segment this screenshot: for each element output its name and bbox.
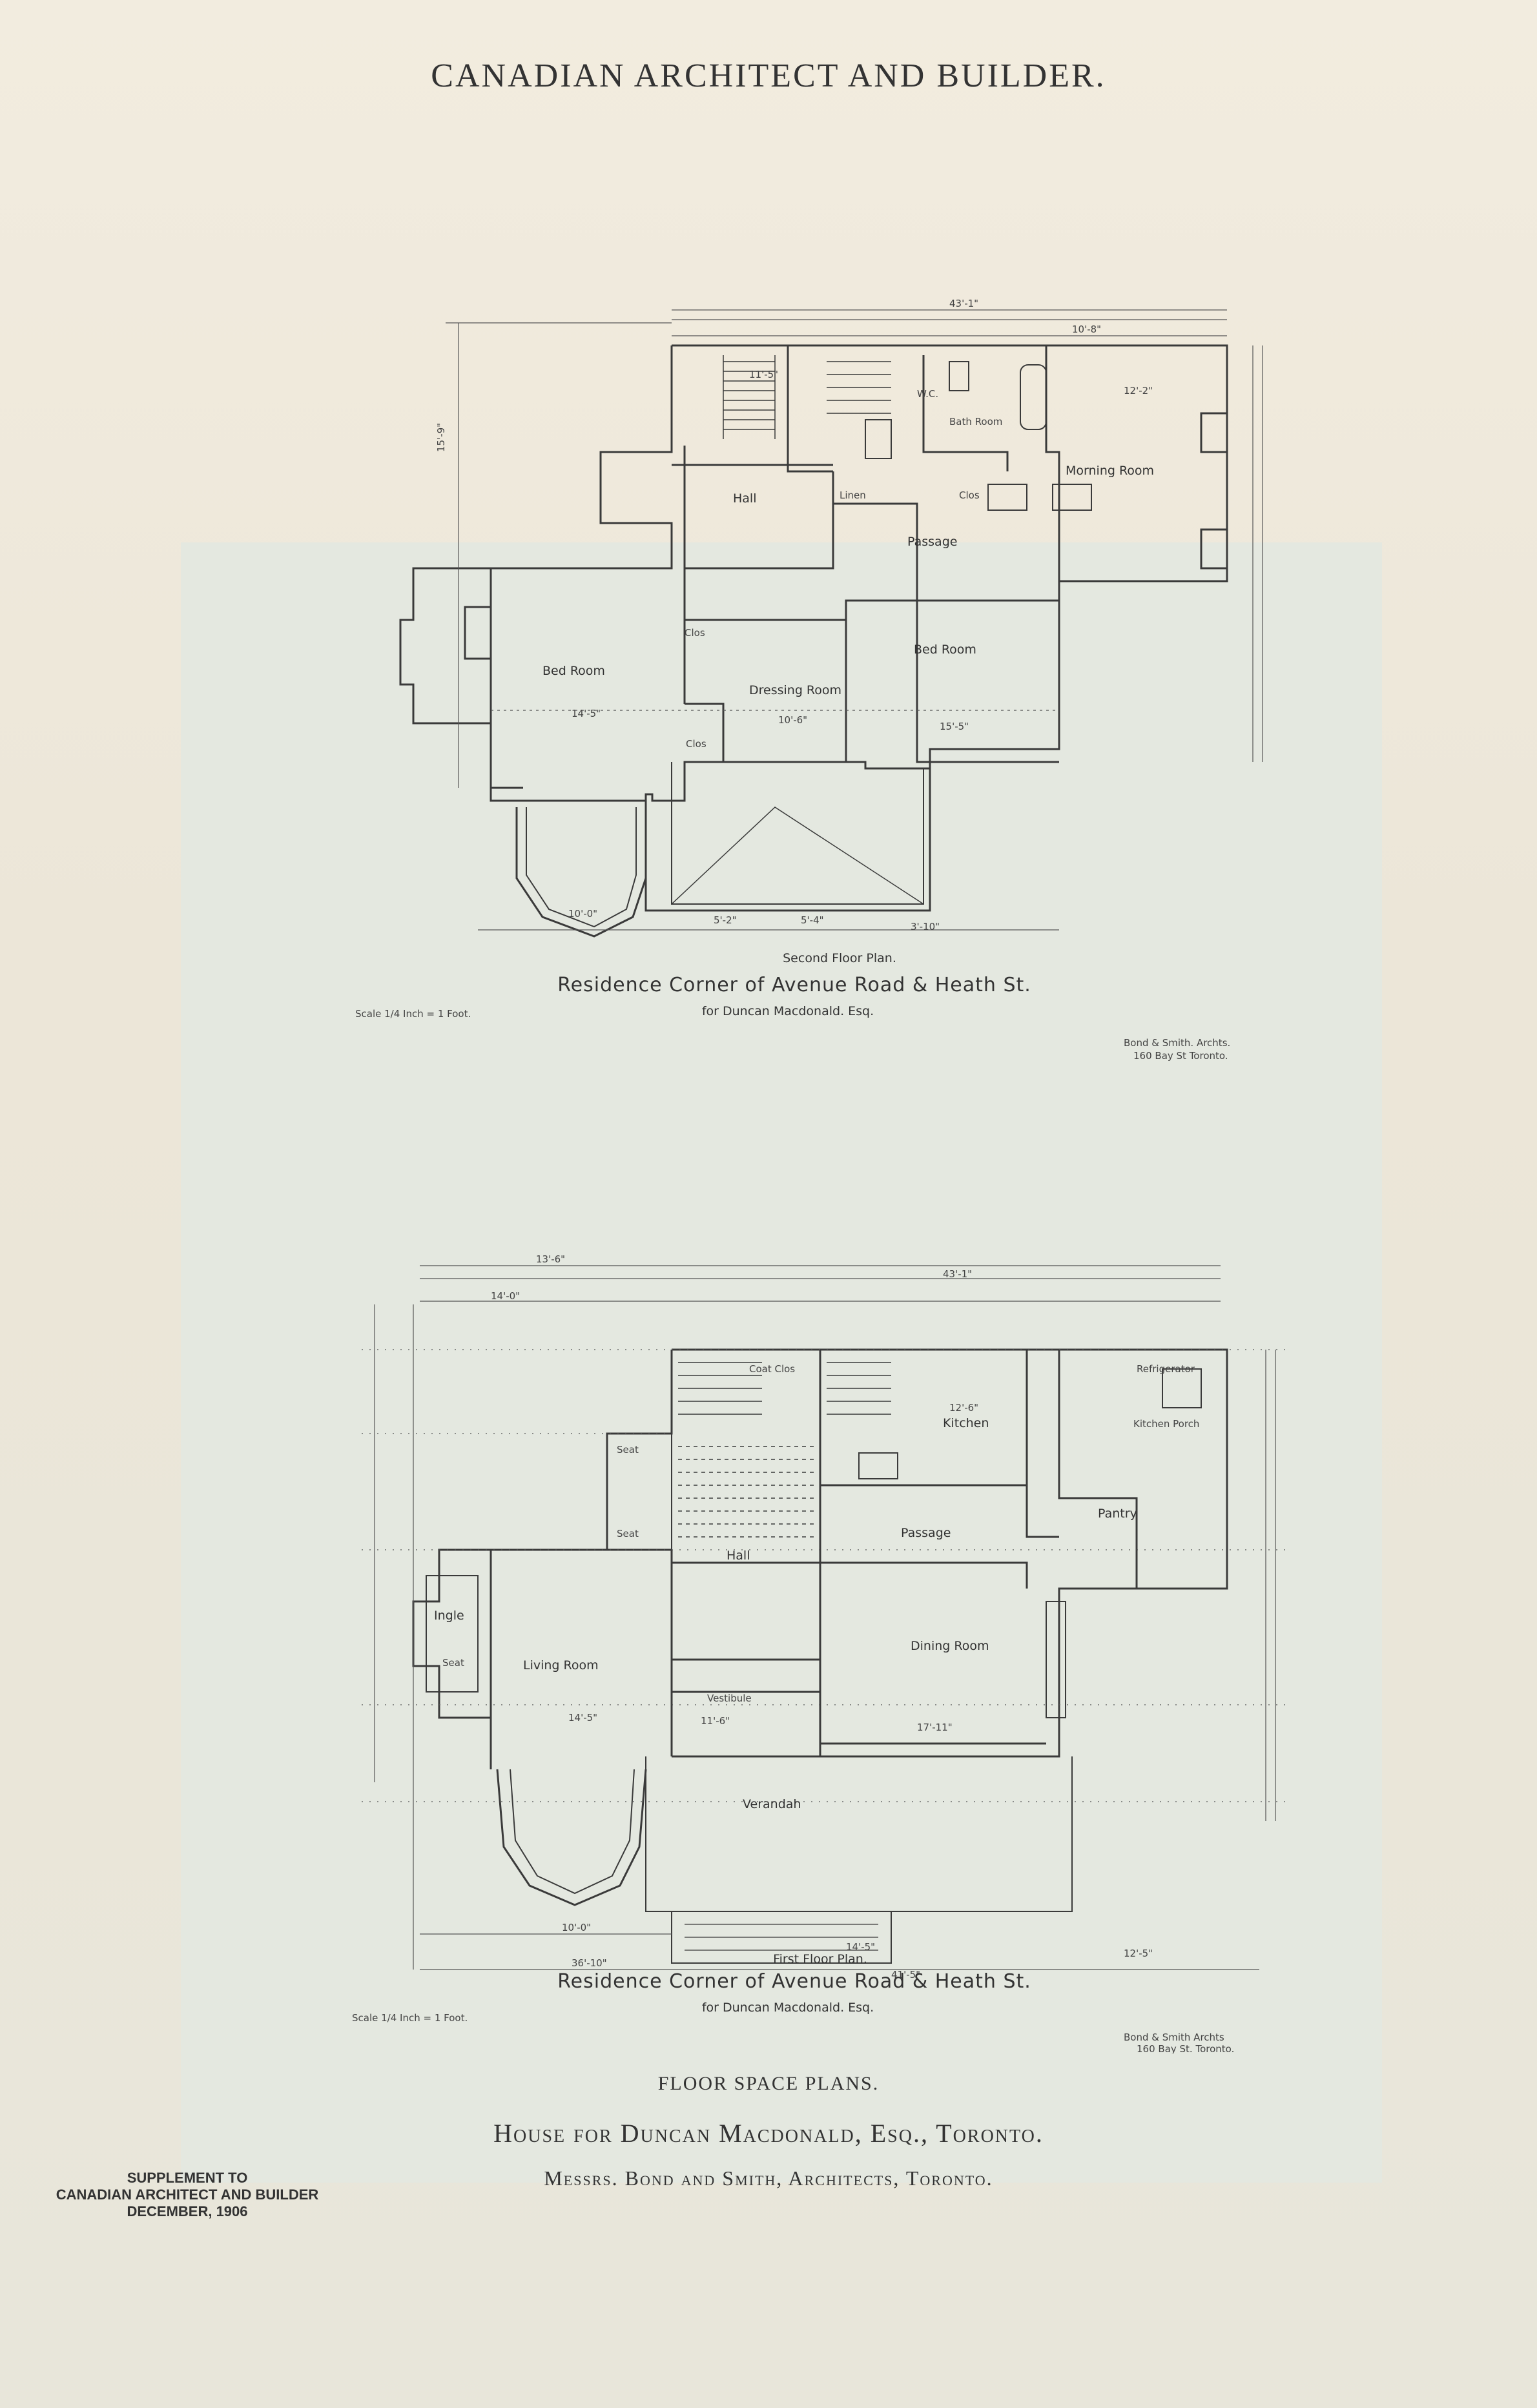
dimension-8: 5'-4" — [801, 914, 824, 926]
supplement-line-3: DECEMBER, 1906 — [127, 2203, 248, 2219]
dimension-5: 15'-5" — [940, 721, 969, 732]
dimension-9: 3'-10" — [911, 921, 940, 932]
dimension-overall: 43'-1" — [943, 1268, 972, 1280]
room-label-seat-bottom: Seat — [617, 1528, 639, 1539]
dimension-4: 14'-5" — [568, 1712, 597, 1724]
room-label-hall: Hall — [727, 1549, 750, 1563]
room-label-coat-clos: Coat Clos — [749, 1363, 795, 1375]
room-label-wc: W.C. — [917, 388, 938, 400]
room-label-bed-room-right: Bed Room — [914, 643, 976, 657]
room-label-clos-mid: Clos — [685, 627, 705, 639]
drawing-sheet — [181, 542, 1382, 2183]
architect-address-first-floor: 160 Bay St. Toronto. — [1137, 2043, 1234, 2053]
dimension-6: 10'-0" — [568, 908, 597, 920]
room-label-kitchen: Kitchen — [943, 1416, 989, 1430]
plan-title-second-floor: Second Floor Plan. — [783, 951, 896, 965]
supplement-line-1: SUPPLEMENT TO — [127, 2170, 248, 2186]
room-label-bath-room: Bath Room — [949, 416, 1002, 427]
room-label-living-room: Living Room — [523, 1658, 599, 1672]
room-label-vestibule: Vestibule — [707, 1693, 752, 1704]
dimension-7: 36'-10" — [572, 1957, 607, 1969]
room-label-morning-room: Morning Room — [1066, 464, 1154, 478]
residence-line-second-floor: Residence Corner of Avenue Road & Heath … — [557, 974, 1031, 996]
dimension-4: 10'-6" — [778, 714, 807, 726]
dimension-10: 11'-5" — [749, 369, 778, 380]
dimension-6: 10'-0" — [562, 1922, 591, 1933]
supplement-note: SUPPLEMENT TO CANADIAN ARCHITECT AND BUI… — [26, 2170, 349, 2220]
room-label-passage: Passage — [901, 1526, 951, 1540]
dimension-7: 5'-2" — [714, 914, 737, 926]
caption-architects: Messrs. Bond and Smith, Architects, Toro… — [544, 2166, 993, 2190]
supplement-line-2: CANADIAN ARCHITECT AND BUILDER — [56, 2187, 319, 2203]
room-label-kitchen-porch: Kitchen Porch — [1133, 1418, 1199, 1430]
journal-title: CANADIAN ARCHITECT AND BUILDER. — [431, 57, 1106, 94]
architect-credit-first-floor: Bond & Smith Archts — [1124, 2032, 1224, 2043]
room-label-seat-ingle: Seat — [442, 1657, 464, 1669]
caption-house-title: House for Duncan Macdonald, Esq., Toront… — [493, 2119, 1044, 2148]
dimension-1: 10'-8" — [1072, 324, 1101, 335]
owner-line-first-floor: for Duncan Macdonald. Esq. — [702, 2001, 874, 2015]
room-label-hall: Hall — [733, 491, 757, 506]
room-label-pantry: Pantry — [1098, 1507, 1137, 1521]
caption-floor-space-plans: FLOOR SPACE PLANS. — [657, 2073, 880, 2094]
room-label-bed-room-left: Bed Room — [542, 664, 605, 678]
second-floor-plan: Hall Linen Bath Room W.C. Morning Room C… — [0, 258, 1537, 1098]
dimension-3: 12'-6" — [949, 1402, 978, 1414]
plate-caption: FLOOR SPACE PLANS. House for Duncan Macd… — [0, 2073, 1537, 2190]
architect-address-second-floor: 160 Bay St Toronto. — [1133, 1050, 1228, 1062]
dimension-11: 15'-9" — [435, 423, 447, 452]
room-label-refrigerator: Refrigerator — [1137, 1363, 1195, 1375]
room-label-seat-top: Seat — [617, 1444, 639, 1456]
dimension-8: 14'-5" — [846, 1941, 875, 1953]
first-floor-plan: Coat Clos Kitchen Refrigerator Kitchen P… — [0, 1240, 1537, 2053]
room-label-linen: Linen — [840, 489, 866, 501]
dimension-overall: 43'-1" — [949, 298, 978, 309]
residence-line-first-floor: Residence Corner of Avenue Road & Heath … — [557, 1970, 1031, 1993]
room-label-passage: Passage — [907, 535, 957, 549]
owner-line-second-floor: for Duncan Macdonald. Esq. — [702, 1004, 874, 1018]
dimension-9: 12'-5" — [1124, 1948, 1153, 1959]
room-label-clos-low: Clos — [686, 738, 707, 750]
dimension-11: 11'-6" — [701, 1715, 730, 1727]
scale-note-second-floor: Scale 1/4 Inch = 1 Foot. — [355, 1008, 471, 1020]
room-label-verandah: Verandah — [743, 1797, 801, 1811]
dimension-10: 41'-5" — [891, 1969, 920, 1981]
dimension-2: 14'-0" — [491, 1290, 520, 1302]
dimension-5: 17'-11" — [917, 1722, 953, 1733]
room-label-dining-room: Dining Room — [911, 1639, 989, 1653]
room-label-clos-upper: Clos — [959, 489, 980, 501]
plan-title-first-floor: First Floor Plan. — [773, 1952, 867, 1966]
scale-note-first-floor: Scale 1/4 Inch = 1 Foot. — [352, 2012, 468, 2024]
architect-credit-second-floor: Bond & Smith. Archts. — [1124, 1037, 1230, 1049]
dimension-1: 13'-6" — [536, 1253, 565, 1265]
room-label-ingle: Ingle — [434, 1609, 464, 1623]
dimension-2: 12'-2" — [1124, 385, 1153, 396]
room-label-dressing-room: Dressing Room — [749, 683, 841, 697]
dimension-3: 14'-5" — [572, 708, 601, 719]
